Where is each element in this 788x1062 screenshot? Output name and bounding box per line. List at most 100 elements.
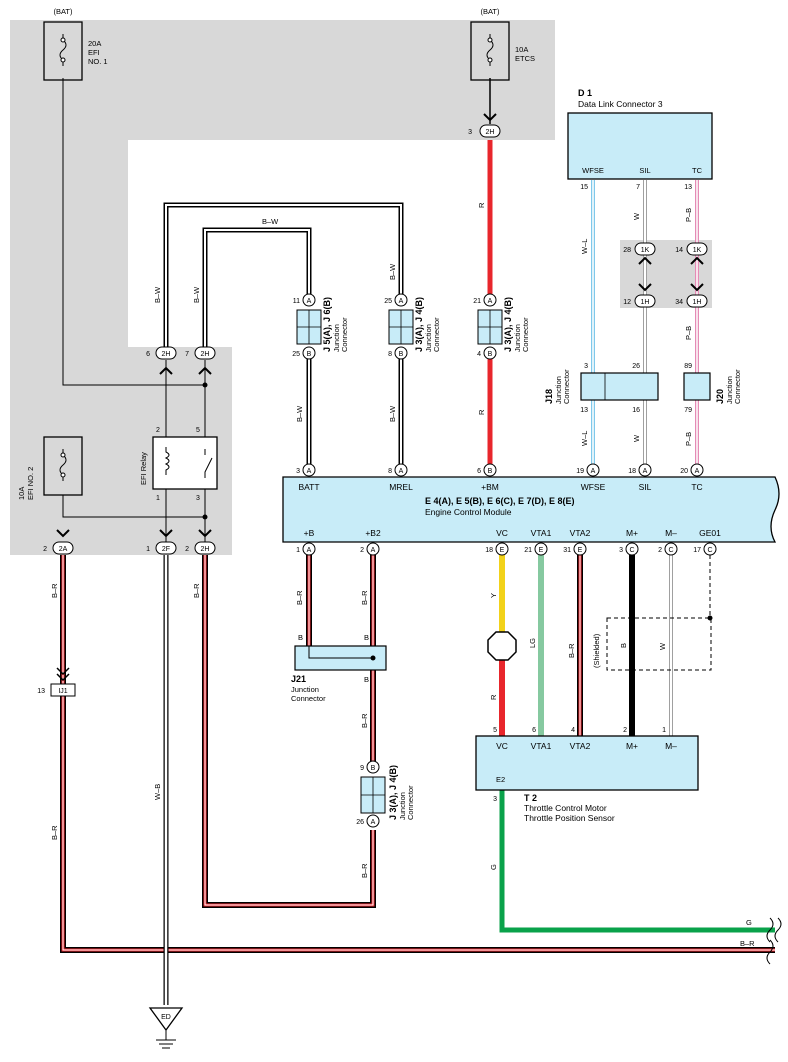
j18-num-3: 3 — [584, 363, 588, 370]
ecm-top-pin-letter: A — [399, 468, 404, 475]
j20-id: J20 — [715, 389, 725, 404]
wire-g-e2 — [499, 790, 775, 933]
svg-text:A: A — [488, 298, 493, 305]
ecm-bottom-pin-connector — [703, 542, 717, 556]
svg-text:2H: 2H — [162, 351, 171, 358]
engine-control-module — [282, 476, 780, 543]
ecm-top-pin-letter: A — [307, 468, 312, 475]
ecm-top-pin-num: 6 — [477, 468, 481, 475]
throttle-pin-num: 4 — [571, 727, 575, 734]
label-br: B–R — [567, 643, 576, 658]
label-bw: B–W — [262, 217, 279, 226]
ecm-bottom-pin-name: +B2 — [365, 528, 381, 538]
throttle-e2: E2 — [496, 775, 505, 784]
jc3-sub1: Junction — [513, 324, 522, 352]
ecm-bottom-pin-num: 18 — [485, 547, 493, 554]
ecm-top-pin-num: 18 — [628, 468, 636, 475]
label-bw: B–W — [295, 405, 304, 422]
throttle-line2: Throttle Position Sensor — [524, 813, 615, 823]
label-g: G — [746, 918, 752, 927]
wire-bw-outer — [163, 202, 404, 347]
label-w: W — [658, 642, 667, 650]
label-bw: B–W — [153, 286, 162, 303]
ecm-bottom-pin-connector — [366, 542, 380, 556]
label-pb: P–B — [684, 326, 693, 340]
junction-connector-j3-mrel: A 25 B 8 — [384, 293, 414, 360]
label-br: B–R — [192, 583, 201, 598]
ecm-top-pin-name: WFSE — [581, 482, 606, 492]
ecm-bottom-pin-letter: A — [307, 547, 312, 554]
jc4-label: J 3(A), J 4(B) — [388, 765, 398, 820]
connector-2h-top: 2H 3 — [468, 113, 501, 138]
data-link-connector — [567, 112, 713, 180]
svg-text:8: 8 — [388, 351, 392, 358]
label-r: R — [477, 202, 486, 208]
svg-text:9: 9 — [360, 765, 364, 772]
junction-connector-j18 — [580, 372, 659, 401]
ecm-bottom-pin-name: VTA2 — [570, 528, 591, 538]
ecm-bottom-pin-num: 17 — [693, 547, 701, 554]
jc3-sub2: Connector — [521, 317, 530, 352]
throttle-pin-num: 5 — [493, 727, 497, 734]
ecm-top-pin-num: 19 — [576, 468, 584, 475]
ecm-top-pin-name: +BM — [481, 482, 499, 492]
shield-box — [606, 617, 712, 671]
throttle-pin-name: VTA1 — [531, 741, 552, 751]
relay-label: EFI Relay — [139, 452, 148, 485]
dlc-id: D 1 — [578, 88, 592, 98]
ecm-bottom-pin-connector — [573, 542, 587, 556]
ecm-top-pin-connector — [394, 463, 408, 477]
shaded-zone — [10, 20, 555, 555]
j20-num-89: 89 — [684, 363, 692, 370]
efi-relay — [152, 436, 218, 490]
label-wl: W–L — [580, 239, 589, 254]
svg-text:1K: 1K — [641, 247, 650, 254]
svg-text:B: B — [307, 351, 312, 358]
svg-text:2A: 2A — [59, 546, 68, 553]
ground-label: ED — [161, 1014, 171, 1021]
ij1-label: IJ1 — [58, 688, 67, 695]
ecm-bottom-pin-num: 31 — [563, 547, 571, 554]
throttle-pin-name: VTA2 — [570, 741, 591, 751]
ecm-top-pin-name: SIL — [639, 482, 652, 492]
svg-text:14: 14 — [675, 247, 683, 254]
ground-symbol: ED — [148, 1007, 184, 1049]
connector-2h-right: 2H 7 — [185, 346, 216, 375]
svg-text:11: 11 — [293, 298, 300, 305]
ecm-top-pin-name: TC — [691, 482, 702, 492]
svg-text:28: 28 — [623, 247, 631, 254]
dlc-pin-sil: SIL — [639, 166, 650, 175]
throttle-control-motor — [475, 735, 699, 791]
ecm-bottom-pin-letter: E — [578, 547, 583, 554]
dlc-num-7: 7 — [636, 184, 640, 191]
throttle-pin-num: 6 — [532, 727, 536, 734]
j21-pin-right: B — [364, 633, 369, 642]
svg-text:2H: 2H — [201, 546, 210, 553]
label-y: Y — [489, 593, 498, 598]
svg-text:25: 25 — [292, 351, 300, 358]
ecm-bottom-pin-num: 2 — [658, 547, 662, 554]
ecm-bottom-pins: +BA1+B2A2VCE18VTA1E21VTA2E31M+C3M–C2GE01… — [296, 528, 721, 556]
throttle-pin-name: M+ — [626, 741, 638, 751]
jc2-sub1: Junction — [424, 324, 433, 352]
ecm-top-pin-num: 8 — [388, 468, 392, 475]
fuse-efi-no2 — [43, 436, 83, 496]
ecm-bottom-pin-letter: C — [668, 547, 673, 554]
j18-id: J18 — [544, 389, 554, 404]
dlc-num-13: 13 — [684, 184, 692, 191]
junction-connector-j20 — [683, 372, 711, 401]
bat-label-left: (BAT) — [53, 7, 73, 16]
j18-sub2: Connector — [562, 369, 571, 404]
svg-text:B: B — [371, 765, 376, 772]
label-bw: B–W — [388, 263, 397, 280]
j20-sub2: Connector — [733, 369, 742, 404]
label-g: G — [489, 864, 498, 870]
relay-pin1: 1 — [156, 495, 160, 502]
label-br: B–R — [740, 939, 755, 948]
ecm-top-pin-name: BATT — [298, 482, 319, 492]
junction-connector-j5: A 11 B 25 — [292, 293, 322, 360]
connector-ij1: IJ1 13 — [37, 667, 76, 697]
ecm-bottom-pin-name: VC — [496, 528, 508, 538]
